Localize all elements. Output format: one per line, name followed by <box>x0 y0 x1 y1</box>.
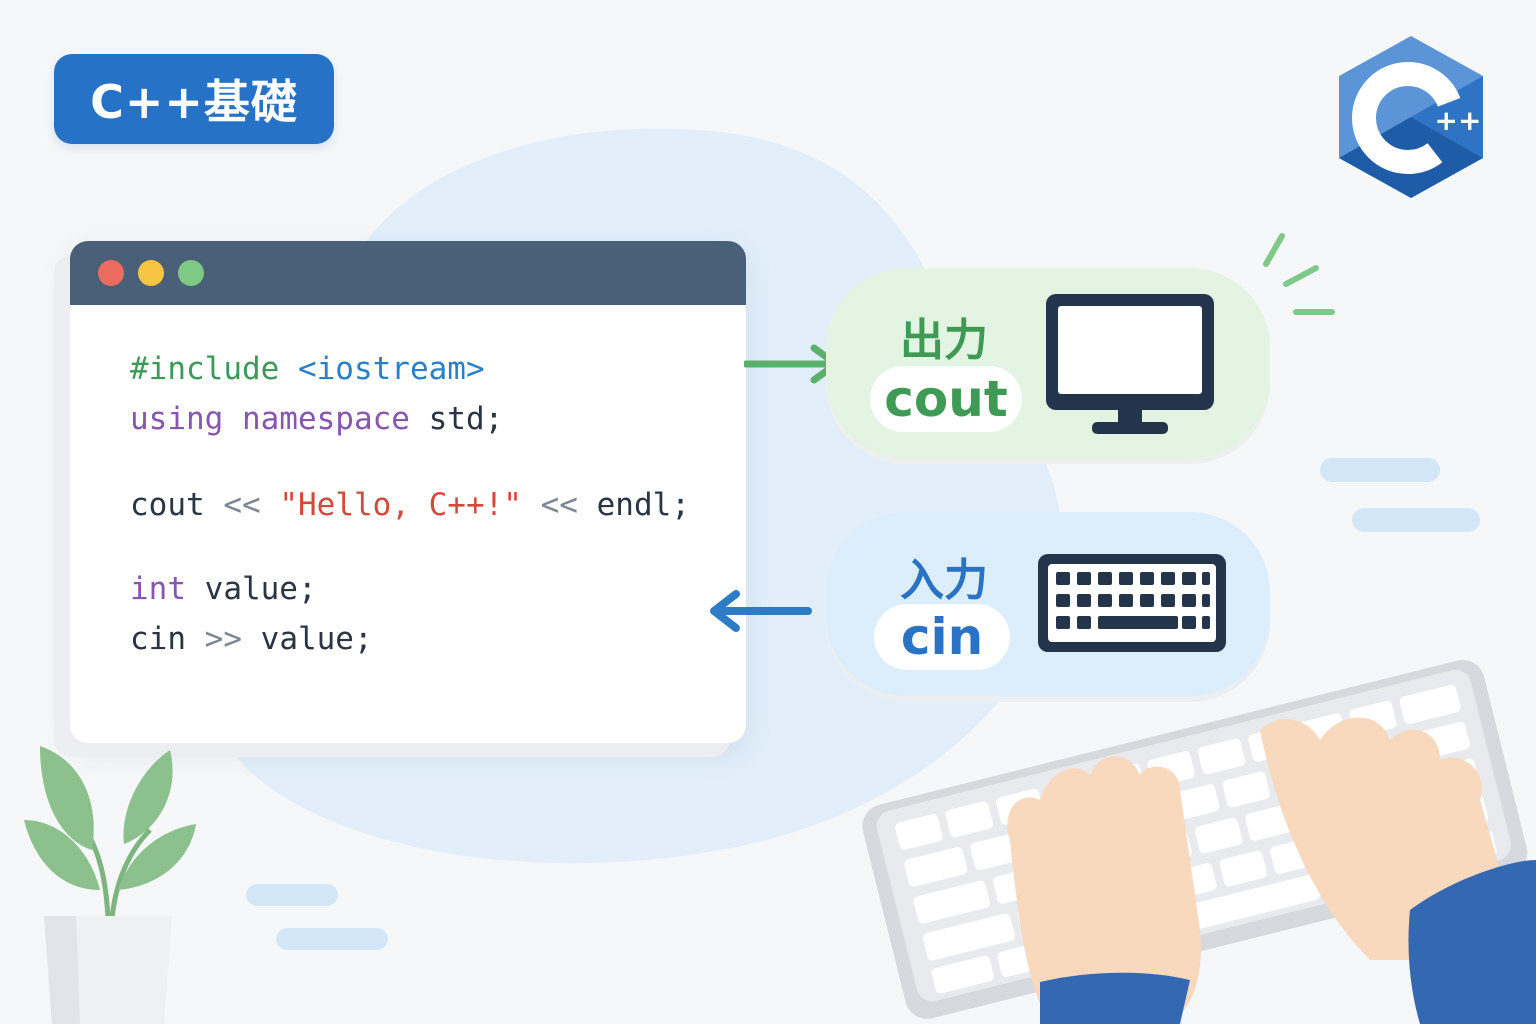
code-token: #include <box>130 351 298 387</box>
code-token: endl; <box>596 487 690 523</box>
output-label: 出力 <box>900 315 988 366</box>
code-token: int <box>130 571 205 607</box>
keyboard-icon <box>1038 554 1226 652</box>
code-line: cin >> value; <box>130 621 373 657</box>
code-token: <iostream> <box>297 351 485 387</box>
code-token: << <box>223 487 280 523</box>
decor-dash <box>1352 508 1480 532</box>
code-token: "Hello, C++!" <box>279 487 522 523</box>
input-card: 入力 cin <box>826 512 1270 696</box>
code-line: #include <iostream> <box>130 351 485 387</box>
code-token: using <box>130 401 242 437</box>
course-badge: C++基礎 <box>54 54 334 144</box>
code-token: std; <box>428 401 504 437</box>
code-token: namespace <box>241 401 429 437</box>
input-word: cin <box>874 604 1010 670</box>
code-line: int value; <box>130 571 317 607</box>
code-token: value; <box>260 621 373 657</box>
decor-dash <box>1320 458 1440 482</box>
monitor-icon <box>1046 294 1214 434</box>
code-token: cout <box>130 487 224 523</box>
input-label: 入力 <box>900 555 988 606</box>
output-word: cout <box>870 366 1022 432</box>
code-token: value; <box>204 571 317 607</box>
code-editor-window: #include <iostream> using namespace std; c… <box>70 241 746 743</box>
code-line: using namespace std; <box>130 401 503 437</box>
window-minimize-dot[interactable] <box>138 260 164 286</box>
window-maximize-dot[interactable] <box>178 260 204 286</box>
output-card: 出力 cout <box>826 268 1270 458</box>
arrow-left-icon <box>710 590 812 632</box>
code-token: >> <box>204 621 261 657</box>
badge-label: C++基礎 <box>90 75 298 129</box>
code-token: << <box>521 487 597 523</box>
sparkle-icon <box>1263 233 1335 315</box>
decor-dash <box>276 928 388 950</box>
decor-dash <box>246 884 338 906</box>
code-token: cin <box>130 621 205 657</box>
window-titlebar <box>70 241 746 305</box>
logo-plus-text: ++ <box>1435 104 1482 137</box>
plant-icon <box>24 746 196 1024</box>
window-close-dot[interactable] <box>98 260 124 286</box>
cpp-logo-icon: ++ <box>1339 36 1483 198</box>
hands-typing-illustration <box>862 659 1536 1024</box>
code-line: cout << "Hello, C++!" << endl; <box>130 487 690 523</box>
